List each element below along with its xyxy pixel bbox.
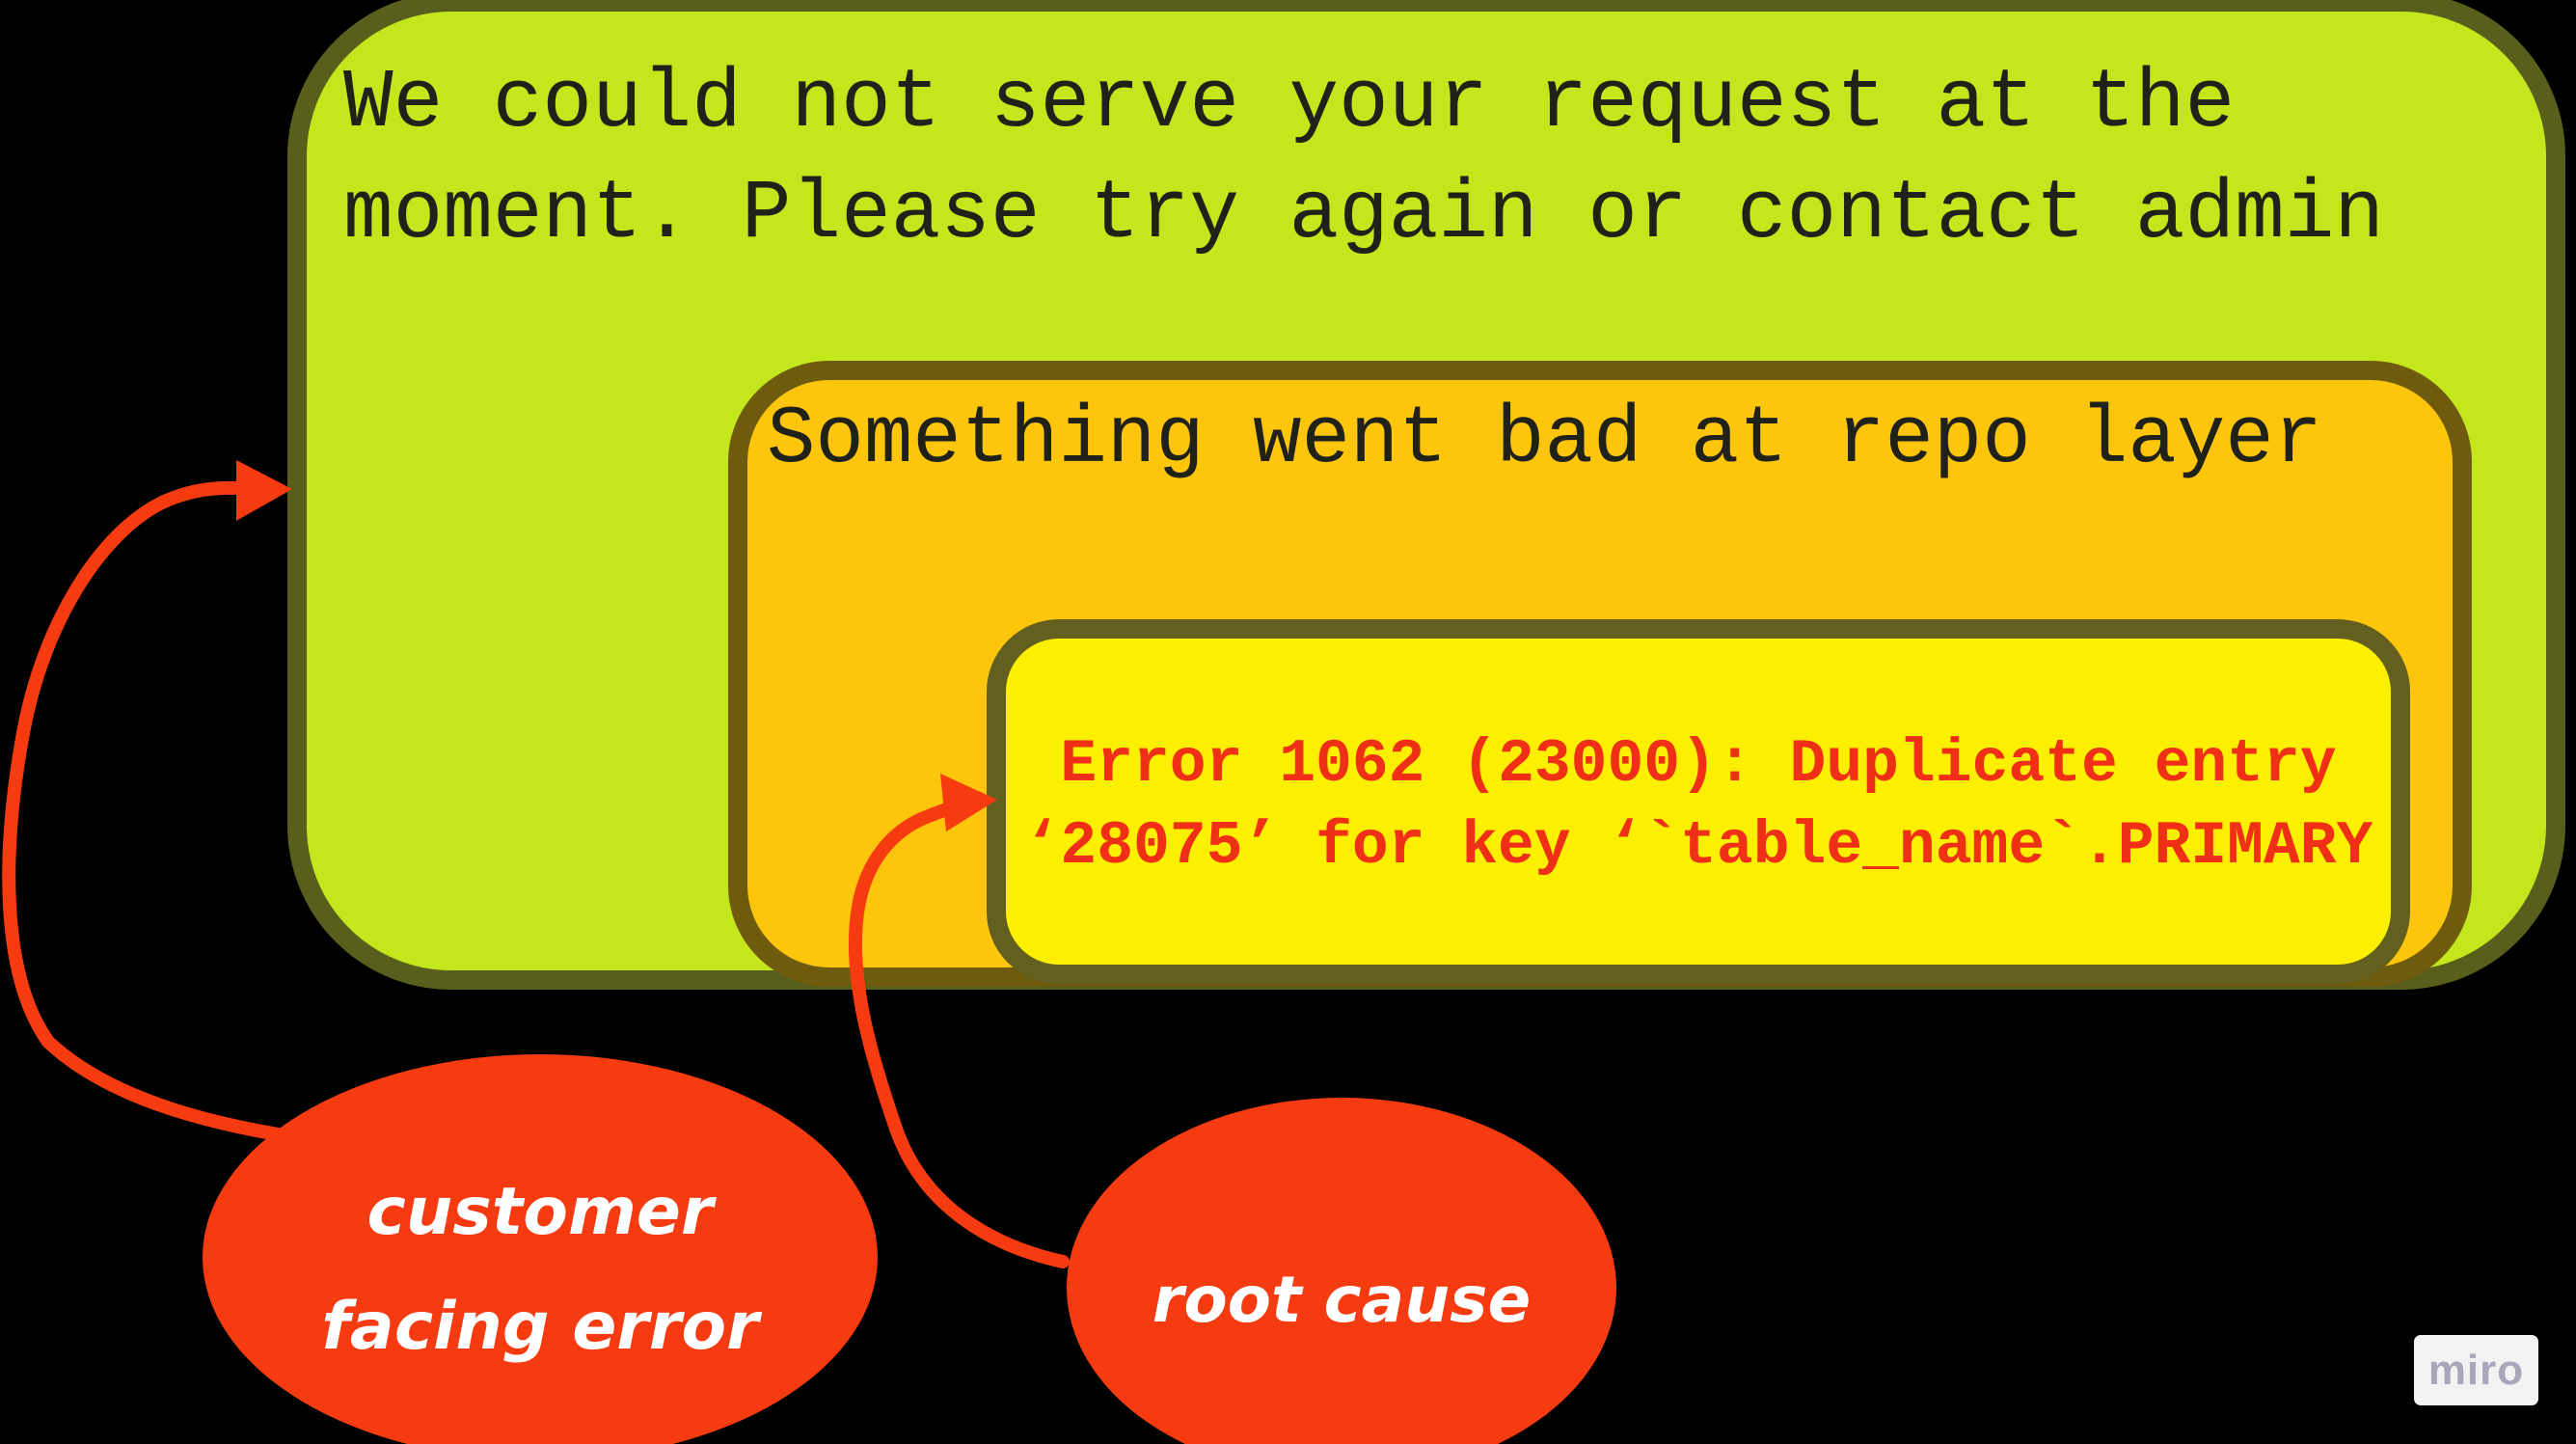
customer-error-text: We could not serve your request at the mo… (343, 48, 2384, 270)
customer-facing-error-label-line2: facing error (321, 1288, 759, 1365)
db-error-text: Error 1062 (23000): Duplicate entry ‘2807… (987, 723, 2410, 887)
db-error-box (987, 619, 2410, 984)
miro-watermark-text: miro (2427, 1346, 2525, 1394)
customer-facing-error-label: customer facing error (203, 1054, 878, 1444)
customer-facing-error-label-line1: customer (366, 1173, 714, 1250)
miro-watermark: miro (2414, 1335, 2538, 1405)
db-error-text-line2: ‘28075’ for key ‘`table_name`.PRIMARY (1023, 812, 2373, 881)
curved-arrow-to-customer-error (2, 480, 296, 1143)
arrowhead-customer-error-icon (236, 460, 292, 521)
root-cause-label-text: root cause (1152, 1263, 1532, 1337)
repo-layer-text: Something went bad at repo layer (767, 395, 2323, 486)
db-error-text-line1: Error 1062 (23000): Duplicate entry (1060, 730, 2337, 799)
customer-error-text-line1: We could not serve your request at the (343, 56, 2236, 150)
customer-error-text-line2: moment. Please try again or contact admi… (343, 167, 2384, 261)
root-cause-label: root cause (1067, 1098, 1616, 1444)
